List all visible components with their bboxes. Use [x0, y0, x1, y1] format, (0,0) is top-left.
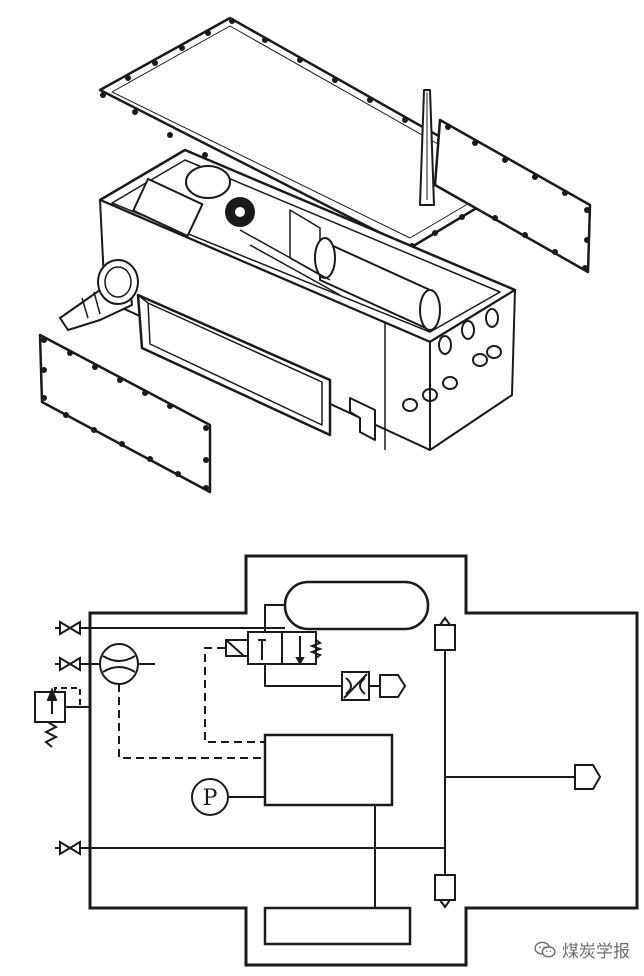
inlet-valve-1: [59, 620, 81, 636]
right-side-plate: [433, 118, 592, 274]
side-ports: [402, 308, 502, 412]
inlet-valve-3: [59, 840, 81, 856]
throttle-valve: [341, 671, 407, 701]
watermark: 煤炭学报: [534, 937, 630, 962]
box-body: [59, 148, 517, 451]
front-window-frame: [136, 293, 332, 437]
antenna: [419, 89, 435, 206]
pneumatic-schematic: P: [34, 554, 639, 967]
solenoid-valve: [225, 628, 342, 687]
pressure-gauge: P: [191, 778, 265, 816]
housing-outline: [88, 554, 639, 967]
front-panel: [38, 333, 212, 494]
pipe-connector: [59, 259, 139, 331]
flow-meter: [99, 643, 155, 685]
pressure-gauge-label: P: [203, 786, 218, 811]
bottom-module: [263, 906, 412, 946]
watermark-text: 煤炭学报: [562, 942, 630, 962]
inlet-valve-2: [59, 656, 81, 672]
controller-box: [263, 733, 394, 807]
outlet-bottom: [434, 874, 456, 909]
outlet-top: [434, 616, 456, 651]
wechat-icon: [534, 941, 556, 957]
pressure-regulator: [34, 687, 90, 748]
outlet-right: [574, 764, 602, 790]
exploded-housing-drawing: [38, 16, 592, 494]
gas-tank: [283, 580, 430, 631]
